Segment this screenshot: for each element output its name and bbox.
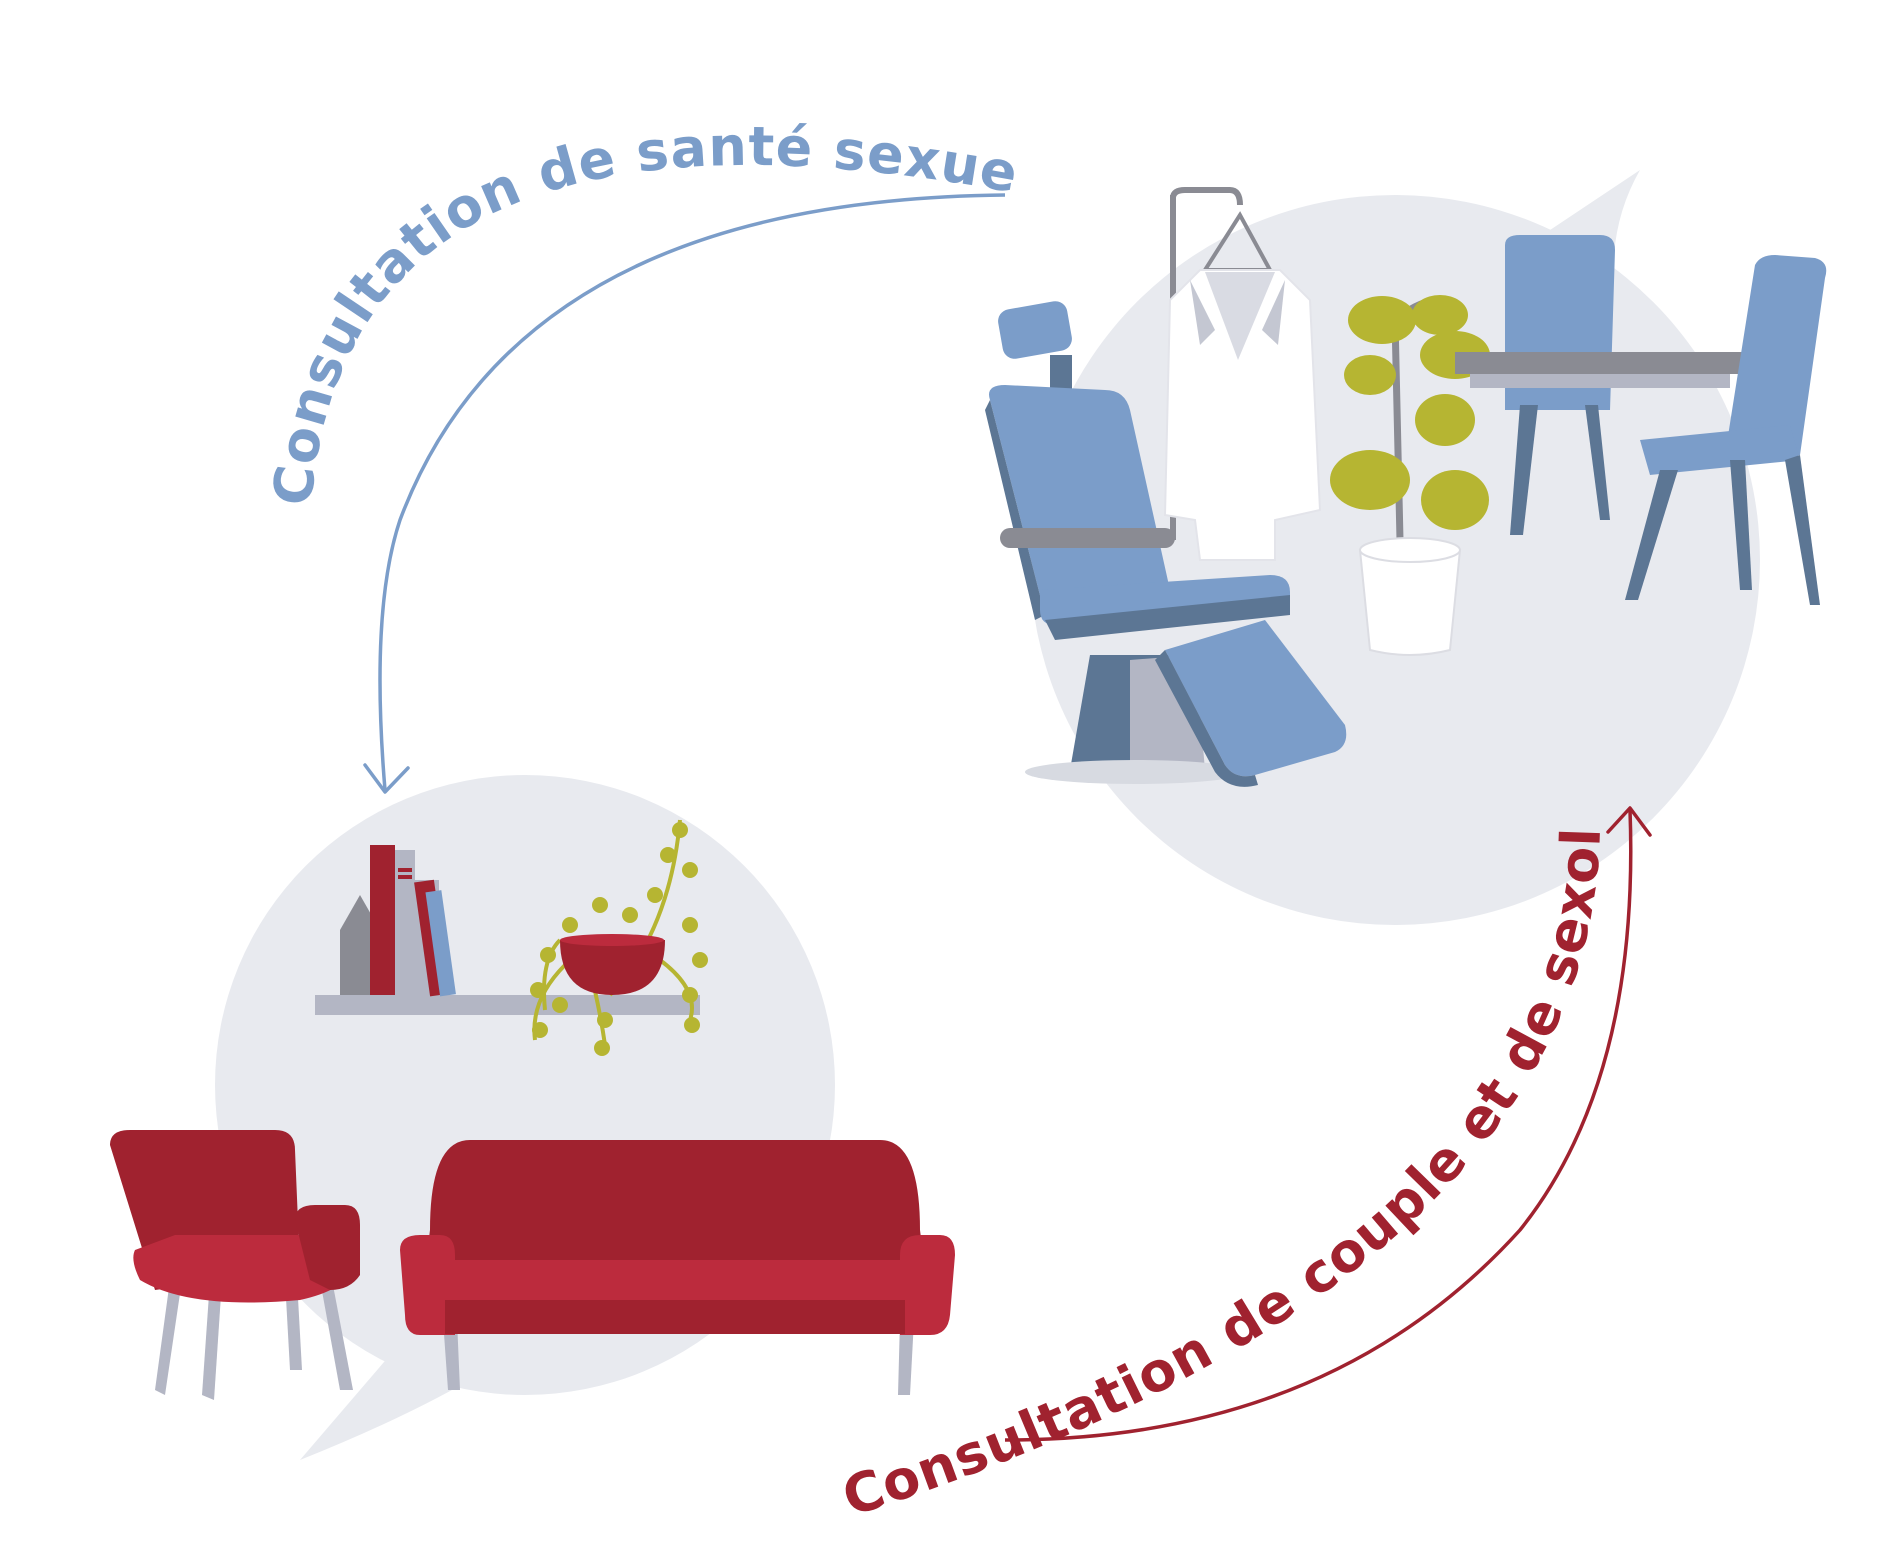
arrow-sante-to-couple: [363, 193, 1006, 794]
table-and-chairs-icon: [1455, 235, 1827, 605]
exam-chair-icon: [985, 301, 1347, 787]
hanging-plant-icon: [530, 819, 708, 1056]
sofa-icon: [400, 1140, 955, 1395]
medical-office-scene: [985, 170, 1827, 925]
label-sante-sexuelle-text: Consultation de santé sexuelle: [0, 0, 1022, 508]
speech-bubble-living-room: [215, 775, 835, 1460]
lab-coat-icon: [1163, 187, 1322, 561]
potted-plant-icon: [1330, 295, 1490, 656]
armchair-icon: [110, 1130, 360, 1400]
arrow-couple-to-sante: [1004, 806, 1652, 1442]
living-room-scene: [110, 775, 955, 1460]
label-sante-sexuelle: Consultation de santé sexuelle: [0, 0, 1023, 508]
bookshelf-icon: [315, 845, 700, 1015]
